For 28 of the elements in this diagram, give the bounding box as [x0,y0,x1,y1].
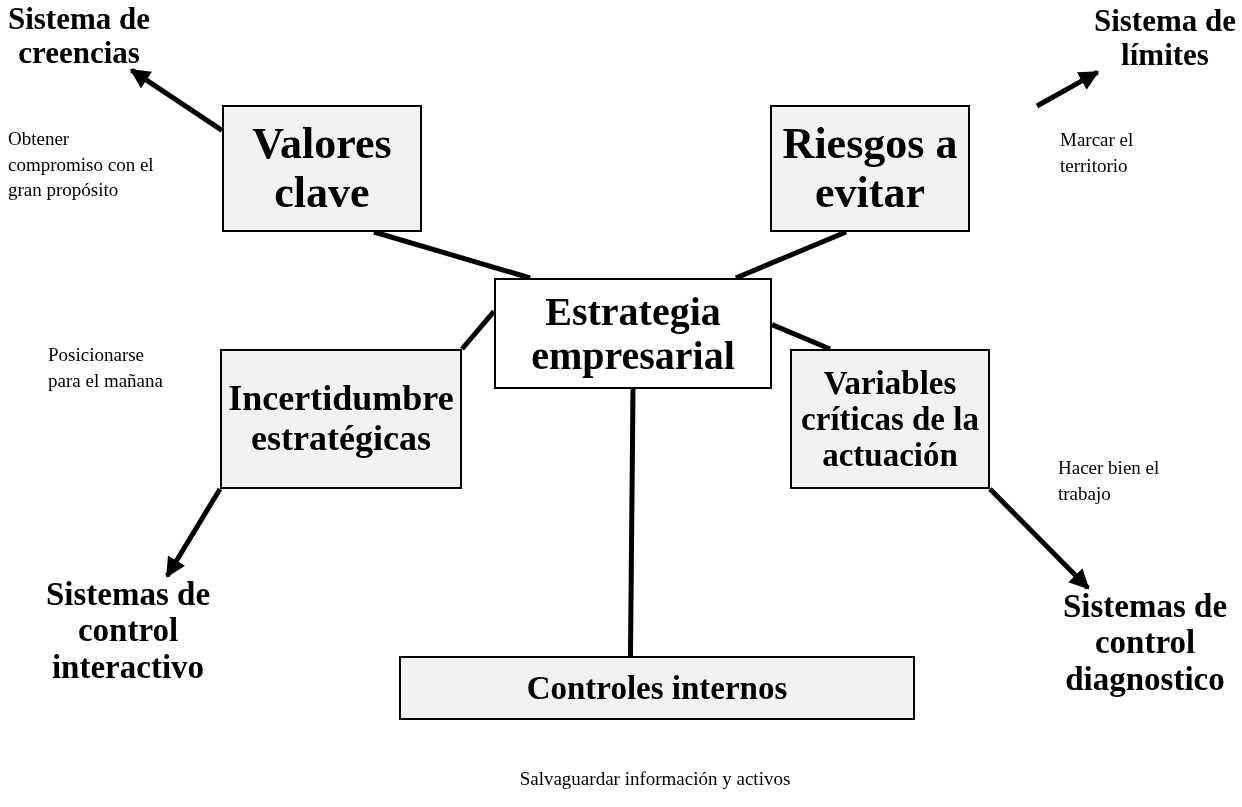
system-label: Sistemas de control diagnostico [1061,588,1229,697]
box-title: Riesgos a evitar [781,120,959,217]
note-text: Hacer bien el trabajo [1058,456,1161,506]
arrow [129,68,224,133]
note-text: Obtener compromiso con el gran propósito [8,127,155,203]
process-box [220,349,462,489]
system-label: Sistemas de control interactivo [44,576,212,685]
arrow [1035,70,1100,109]
box-title: Estrategia empresarial [530,289,736,378]
arrow [165,487,223,578]
connector-line [771,322,831,352]
note-text: Salvaguardar información y activos [518,767,792,791]
process-box [399,656,915,720]
box-title: Incertidumbre estratégicas [227,379,455,459]
system-label: Sistema de límites [1092,4,1238,73]
process-box [790,349,990,489]
process-box [770,105,970,232]
box-title: Valores clave [251,120,393,217]
box-title: Variables críticas de la actuación [800,364,980,474]
note-text: Posicionarse para el mañana [48,343,163,393]
note-text: Marcar el territorio [1060,128,1135,178]
system-label: Sistema de creencias [6,2,152,71]
process-box [222,105,422,232]
box-title: Controles internos [526,669,788,707]
connector-line [628,388,636,657]
strategy-box [494,278,772,389]
connector-line [460,309,496,351]
arrow [988,487,1090,590]
